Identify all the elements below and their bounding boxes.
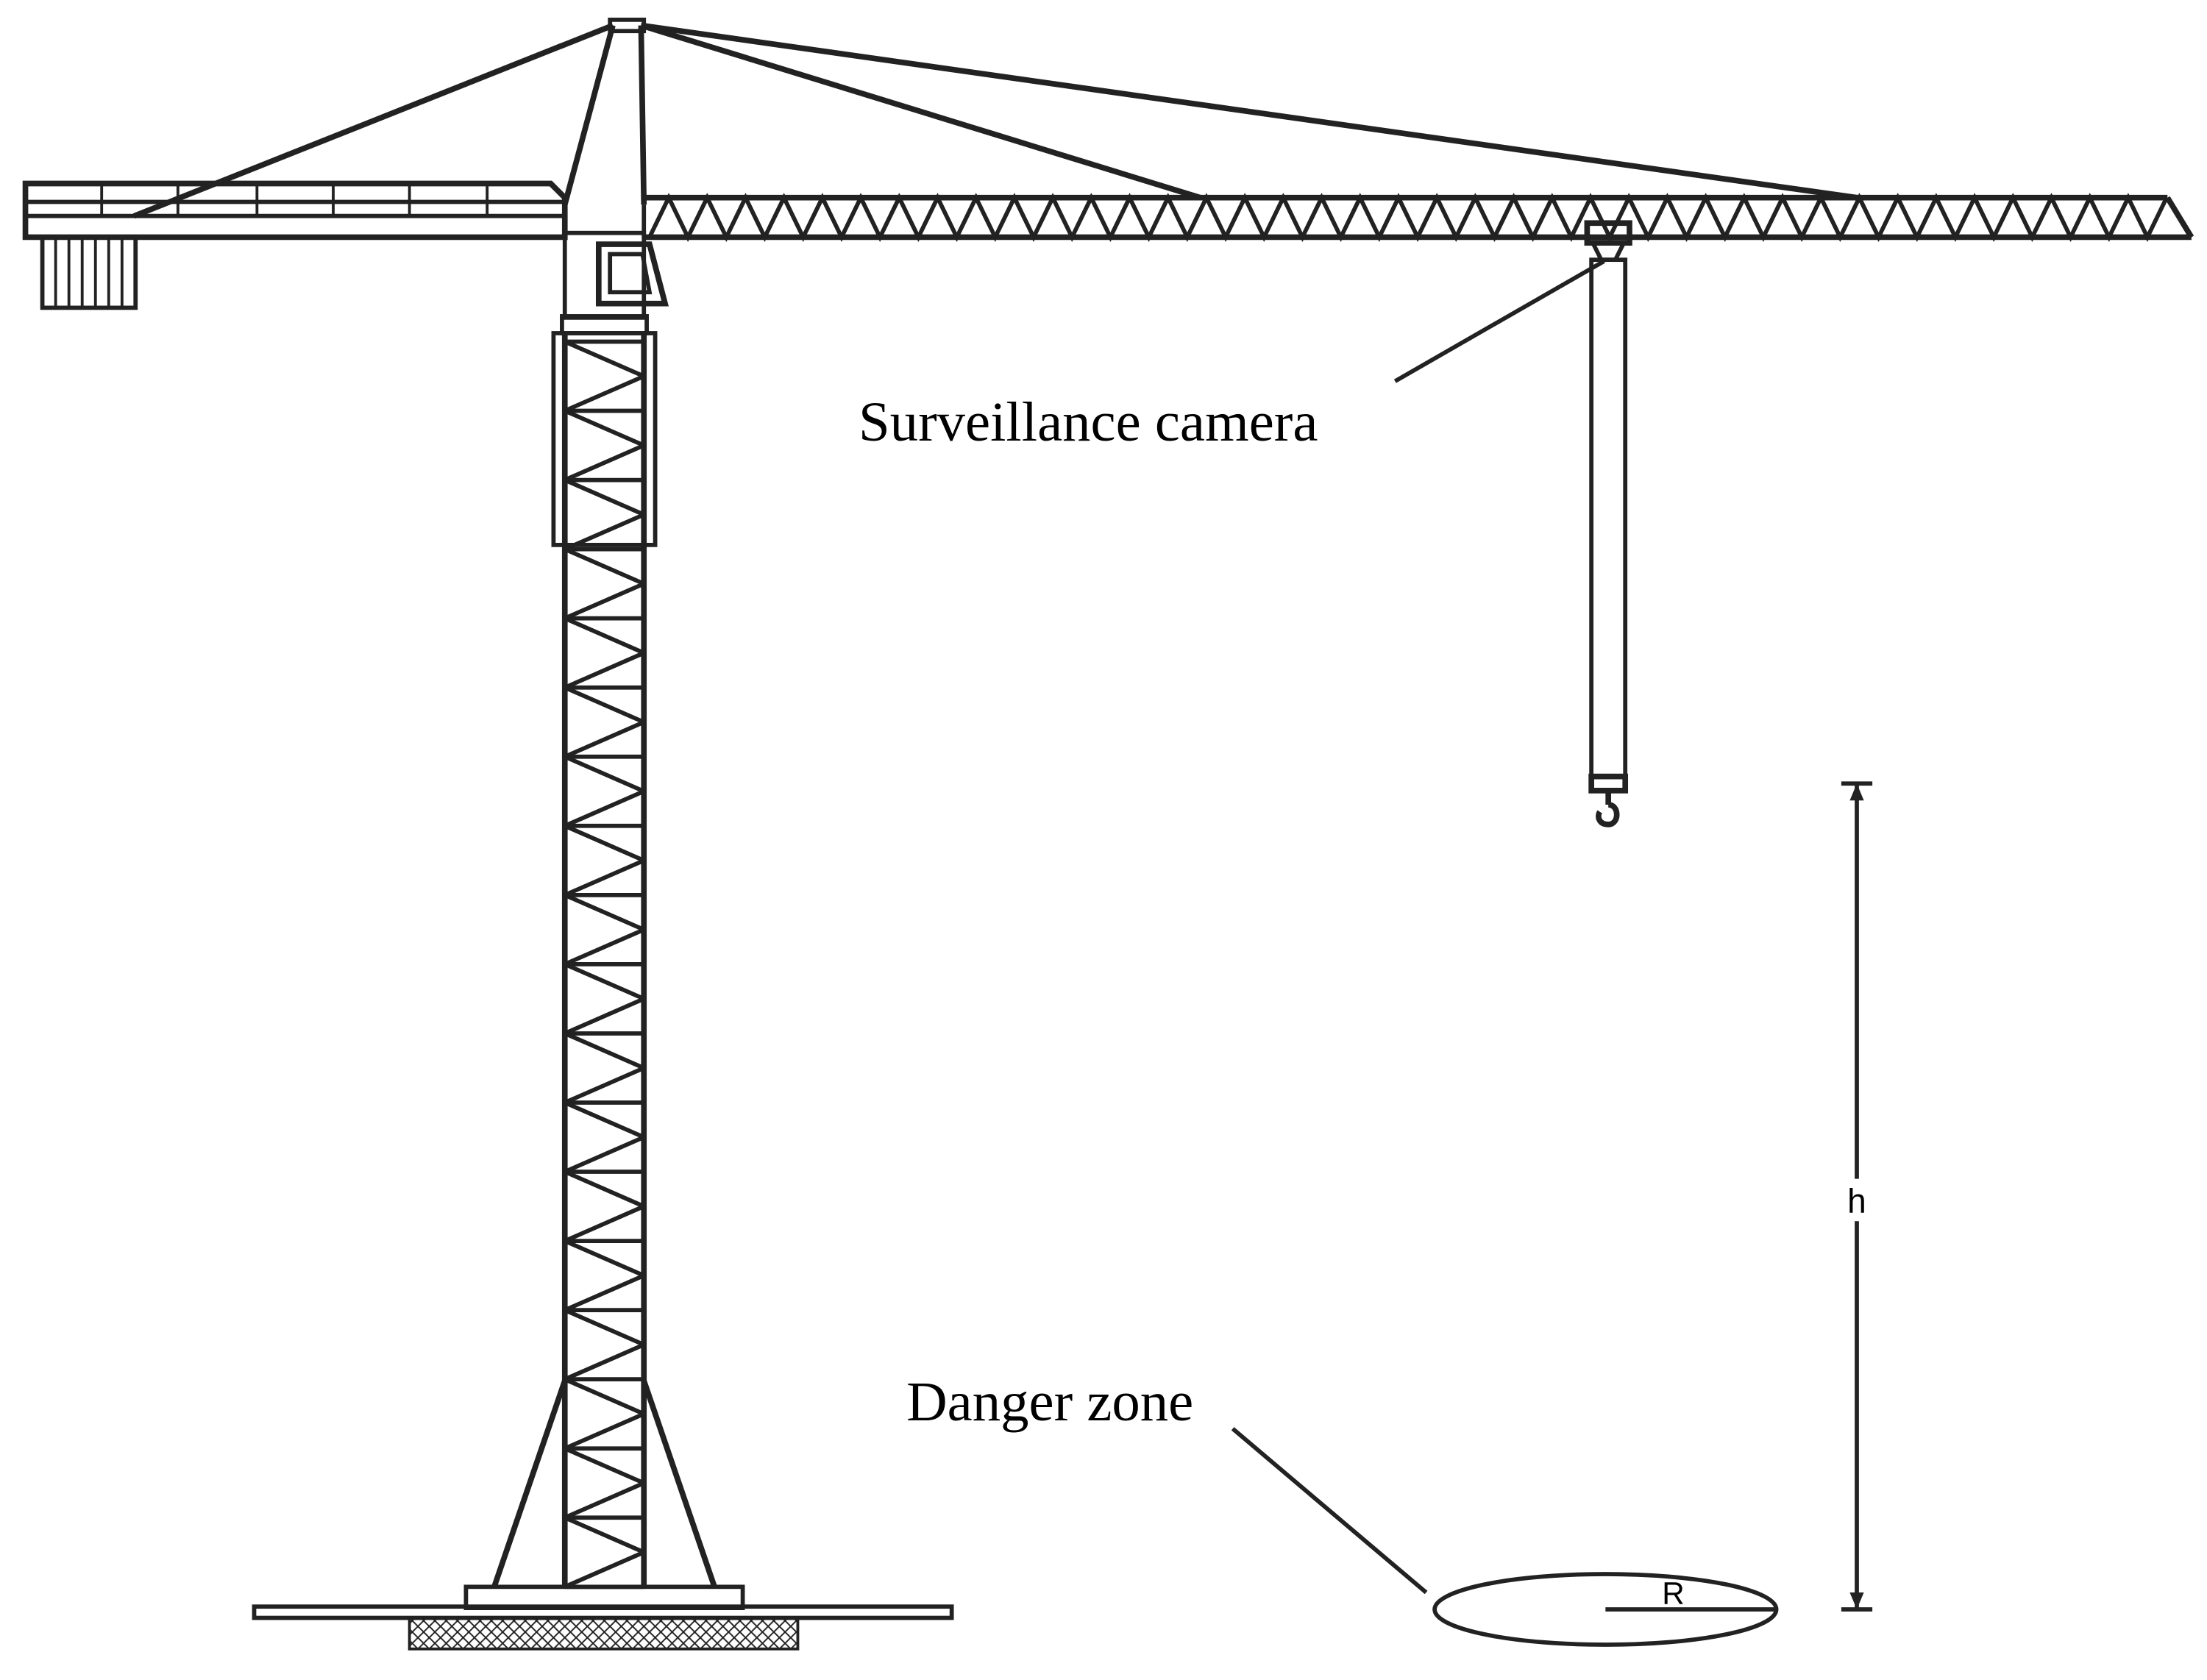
hook-icon [1596, 790, 1620, 827]
danger-zone: R [1231, 1427, 1779, 1647]
camera-leader-line [1393, 259, 1605, 383]
danger-leader-line [1231, 1427, 1428, 1595]
counterweight [40, 235, 138, 310]
counter-jib [22, 180, 568, 310]
mast-lattice [564, 339, 645, 1590]
crane-mast [561, 332, 647, 1590]
danger-zone-label: Danger zone [906, 1370, 1193, 1433]
camera-label: Surveillance camera [859, 391, 1318, 453]
tie-cables [132, 22, 1858, 219]
radius-label: R [1662, 1576, 1685, 1610]
tower-head [562, 17, 647, 206]
hook-block [1588, 773, 1629, 794]
operator-cab [595, 241, 669, 307]
base-struts [491, 1379, 717, 1588]
slewing-section [562, 230, 669, 320]
foundation-block [408, 1616, 800, 1651]
crane-foundation [252, 1584, 954, 1651]
main-jib [642, 193, 2194, 243]
height-label: h [1847, 1182, 1866, 1220]
height-dimension: h [1838, 781, 1875, 1612]
trolley-hoist [1393, 220, 1632, 827]
hoist-cable [1589, 257, 1628, 793]
